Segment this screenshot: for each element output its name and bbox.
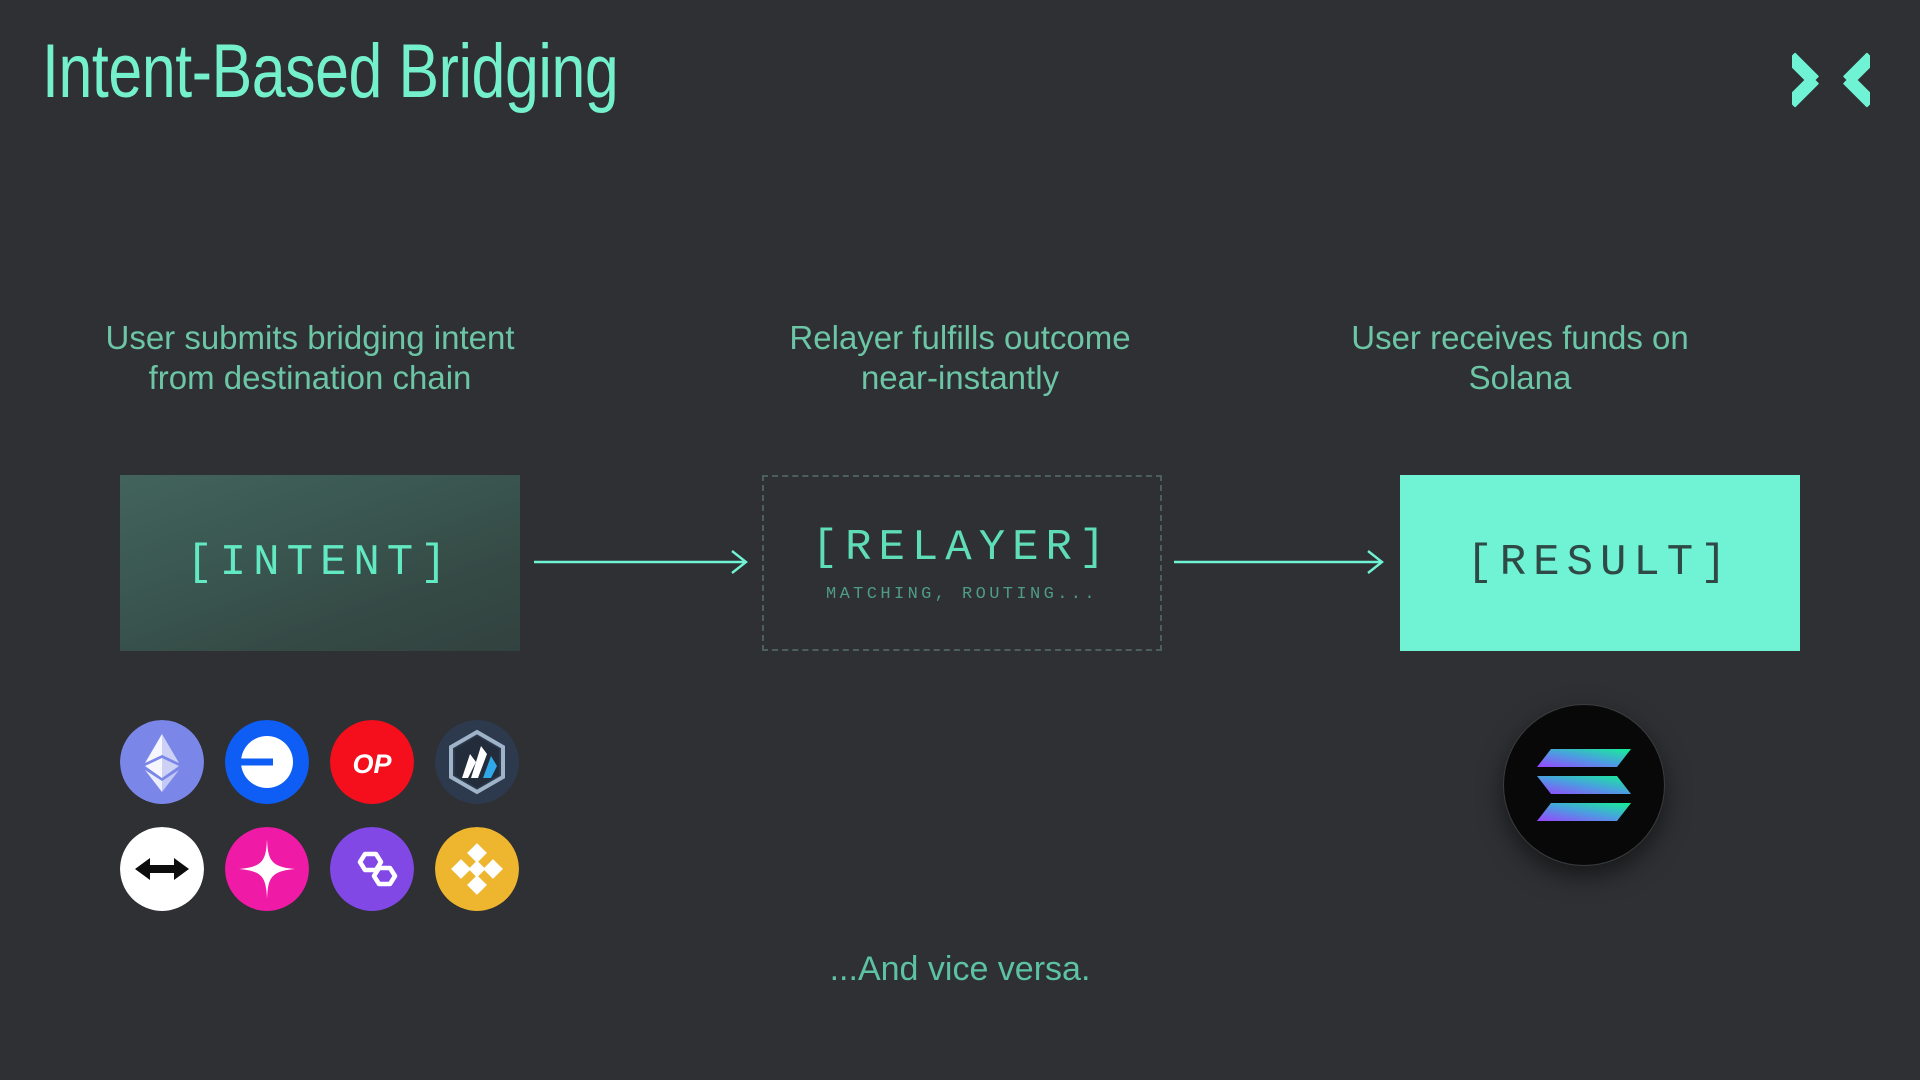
relayer-box: [RELAYER] MATCHING, ROUTING... [762,475,1162,651]
arbitrum-logo-icon[interactable] [435,720,519,804]
relayer-box-subtitle: MATCHING, ROUTING... [825,584,1099,604]
caption-line: Solana [1468,359,1572,397]
intent-box: [INTENT] [120,475,520,651]
base-logo-icon[interactable] [225,720,309,804]
solana-logo-icon[interactable] [1504,705,1664,865]
source-chain-logo-grid: OP [120,720,519,911]
caption-line: near-instantly [860,359,1060,397]
footer-note: ...And vice versa. [829,950,1091,988]
step-caption-relayer: Relayer fulfills outcome near-instantly [720,318,1200,399]
result-box: [RESULT] [1400,475,1800,651]
caption-line: from destination chain [148,359,472,397]
optimism-logo-icon[interactable]: OP [330,720,414,804]
caption-line: User receives funds on [1351,319,1689,356]
across-logo-icon[interactable] [120,827,204,911]
svg-text:OP: OP [352,749,392,779]
caption-line: Relayer fulfills outcome [789,319,1131,356]
relayer-box-label: [RELAYER] [811,522,1113,573]
linea-logo-icon[interactable] [225,827,309,911]
polygon-logo-icon[interactable] [330,827,414,911]
arrow-intent-to-relayer-icon [534,545,754,579]
intent-box-label: [INTENT] [186,538,454,588]
page-title: Intent-Based Bridging [42,29,619,114]
step-caption-intent: User submits bridging intent from destin… [40,318,580,399]
bnb-logo-icon[interactable] [435,827,519,911]
step-caption-result: User receives funds on Solana [1290,318,1750,399]
result-box-label: [RESULT] [1466,538,1734,588]
arrow-relayer-to-result-icon [1174,545,1390,579]
x-mark-logo-icon [1786,40,1876,118]
ethereum-logo-icon[interactable] [120,720,204,804]
caption-line: User submits bridging intent [105,319,515,356]
